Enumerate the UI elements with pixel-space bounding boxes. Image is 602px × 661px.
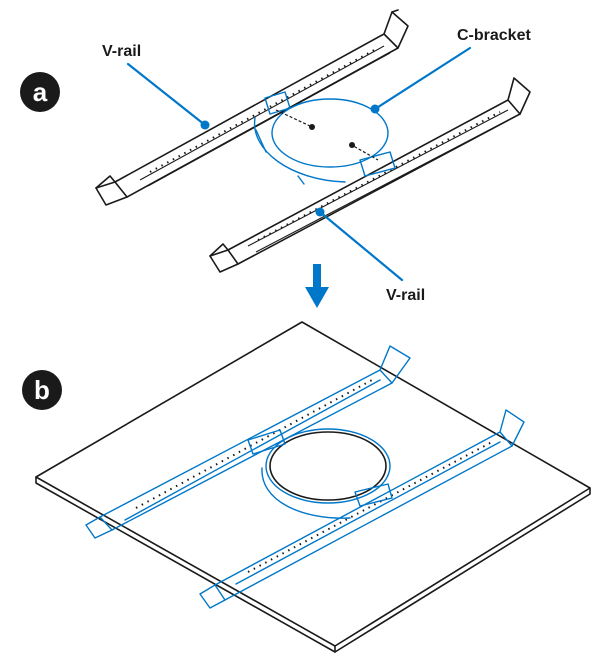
v-rail-lower	[209, 77, 531, 273]
c-bracket-installed	[247, 428, 393, 519]
svg-text:b: b	[34, 375, 50, 405]
label-v-rail-top: V-rail	[102, 43, 210, 130]
step-b-badge: b	[22, 370, 62, 410]
c-bracket-upper	[253, 91, 396, 185]
svg-text:a: a	[33, 77, 48, 107]
label-c-bracket: C-bracket	[370, 27, 531, 114]
down-arrow-icon	[305, 264, 329, 308]
svg-text:C-bracket: C-bracket	[457, 27, 531, 44]
screw-icon	[349, 142, 379, 161]
svg-text:V-rail: V-rail	[102, 43, 141, 60]
screw-icon	[275, 109, 315, 130]
svg-text:V-rail: V-rail	[386, 287, 425, 304]
v-rail-lower-installed	[199, 409, 525, 609]
label-v-rail-bottom: V-rail	[315, 207, 425, 304]
v-rail-upper-installed	[85, 345, 411, 539]
ceiling-tile	[35, 321, 591, 653]
v-rail-upper	[95, 9, 409, 206]
step-a-badge: a	[20, 72, 60, 112]
